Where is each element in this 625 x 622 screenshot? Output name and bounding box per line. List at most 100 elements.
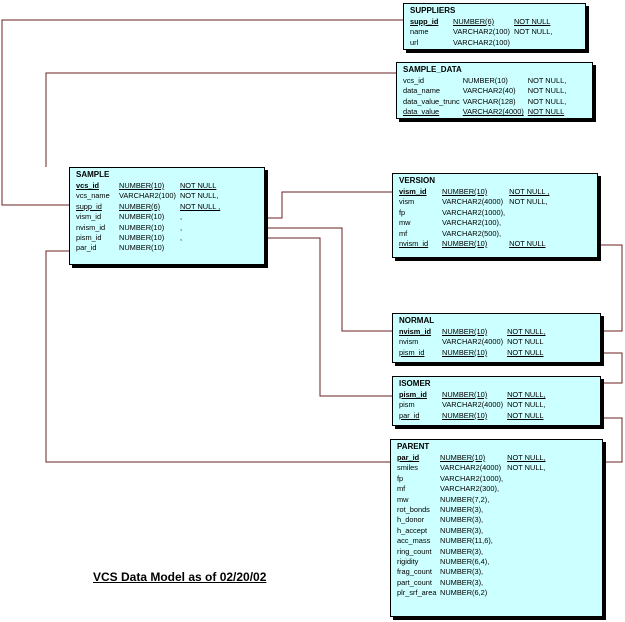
column-name: h_accept — [397, 525, 427, 535]
column-null: NOT NULL — [507, 337, 544, 347]
column-type: NUMBER(6,4), — [440, 557, 490, 567]
column-null — [507, 505, 547, 515]
column-name: url — [410, 37, 419, 47]
column-name: frag_count — [397, 567, 432, 577]
column-null — [507, 557, 547, 567]
column-type: VARCHAR2(4000) — [442, 197, 504, 207]
column-type: VARCHAR2(100) — [453, 37, 510, 47]
column-type: NUMBER(10) — [119, 181, 165, 190]
version-table-title: VERSION — [399, 176, 436, 185]
column-type: VARCHAR2(1000), — [442, 207, 506, 217]
column-name: nvism_id — [399, 327, 432, 336]
column-null — [507, 588, 547, 598]
column-name: supp_id — [76, 201, 102, 211]
column-type: VARCHAR2(4000) — [442, 337, 504, 347]
column-type: NUMBER(3), — [440, 567, 484, 577]
column-null: NOT NULL , — [509, 187, 550, 196]
column-row: fp VARCHAR2(1000), — [399, 208, 551, 218]
column-name: pism_id — [76, 233, 102, 243]
column-null — [180, 243, 222, 253]
column-null — [507, 515, 547, 525]
column-name: smiles — [397, 463, 418, 473]
column-null: , — [179, 233, 183, 243]
column-name: part_count — [397, 577, 432, 587]
column-null: NOT NULL, — [527, 96, 567, 106]
column-type: NUMBER(10) — [119, 212, 165, 222]
column-type: VARCHAR(128) — [462, 96, 516, 106]
column-name: data_value_trunc — [403, 96, 460, 106]
isomer-table-title: ISOMER — [399, 379, 431, 388]
column-type: VARCHAR2(1000), — [440, 473, 504, 483]
column-null: NOT NULL, — [509, 197, 548, 207]
column-null: NOT NULL — [527, 107, 565, 117]
column-row: mf VARCHAR2(500), — [399, 229, 551, 239]
column-null: NOT NULL — [513, 17, 551, 26]
column-name: supp_id — [410, 17, 439, 26]
column-type: NUMBER(6) — [453, 17, 495, 26]
rel-sample-suppliers — [1, 19, 403, 206]
rel-sample-parent — [45, 250, 390, 463]
column-type: NUMBER(6) — [119, 201, 161, 211]
diagram-caption: VCS Data Model as of 02/20/02 — [93, 570, 267, 584]
sample-table-title: SAMPLE — [76, 170, 110, 179]
column-name: rigidity — [397, 557, 419, 567]
column-type: NUMBER(10) — [442, 239, 488, 249]
column-name: mf — [399, 228, 408, 238]
column-name: name — [410, 27, 429, 37]
column-type: VARCHAR2(100) — [119, 191, 176, 201]
column-name: vcs_name — [76, 191, 110, 201]
column-name: rot_bonds — [397, 505, 430, 515]
column-type: VARCHAR2(300), — [440, 484, 500, 494]
column-null — [507, 547, 547, 557]
column-type: NUMBER(10) — [442, 410, 488, 420]
column-type: VARCHAR2(100), — [442, 218, 502, 228]
parent-table-title: PARENT — [397, 442, 430, 451]
column-type: NUMBER(11,6), — [440, 536, 493, 546]
column-name: data_value — [403, 107, 440, 117]
column-type: VARCHAR2(4000) — [442, 400, 504, 410]
column-name: data_name — [403, 86, 440, 96]
column-name: fp — [399, 207, 406, 217]
column-type: NUMBER(10) — [119, 233, 165, 243]
column-null — [507, 484, 547, 494]
column-type: NUMBER(3), — [440, 546, 484, 556]
column-null: NOT NULL, — [507, 400, 546, 410]
column-null: NOT NULL — [509, 239, 546, 249]
column-type: VARCHAR2(40) — [462, 86, 516, 96]
column-row: rigidity NUMBER(6,4), — [397, 557, 548, 567]
column-null — [507, 474, 547, 484]
column-type: VARCHAR2(500), — [442, 228, 502, 238]
suppliers-table-title: SUPPLIERS — [410, 6, 456, 15]
column-type: NUMBER(10) — [119, 222, 165, 232]
column-type: NUMBER(10) — [119, 243, 165, 253]
column-null — [507, 567, 547, 577]
column-null — [507, 578, 547, 588]
column-null: NOT NULL, — [513, 27, 553, 37]
column-type: NUMBER(6,2) — [440, 588, 488, 598]
